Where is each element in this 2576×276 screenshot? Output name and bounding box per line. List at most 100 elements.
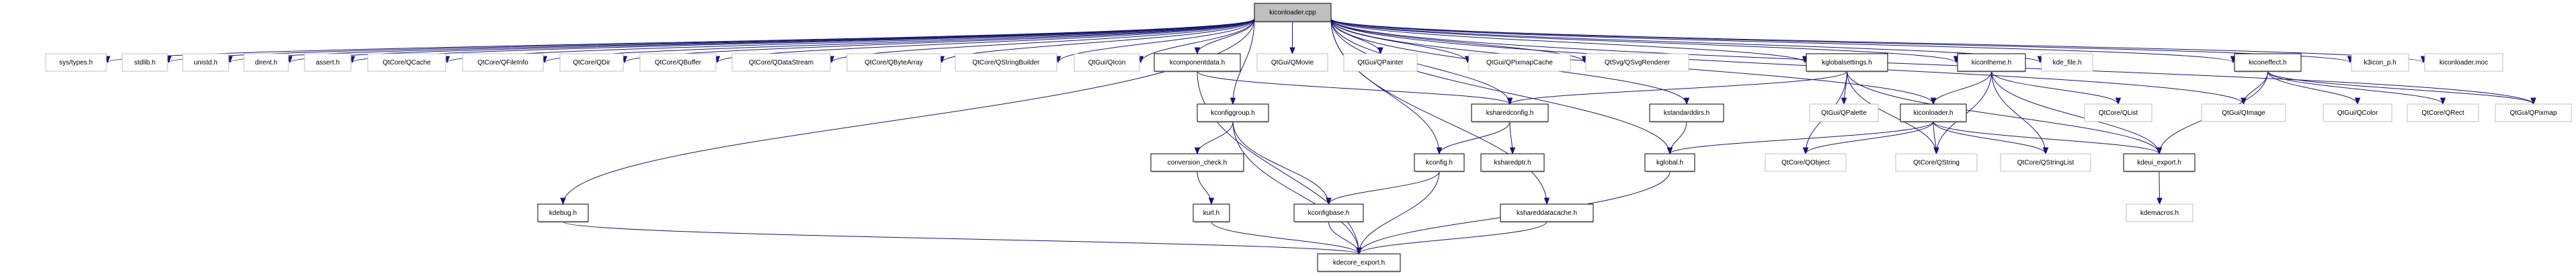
edge-kiconeffect-to-qpixmap bbox=[2267, 71, 2536, 105]
node-qpixmap: QtGui/QPixmap bbox=[2495, 103, 2572, 122]
node-label: QtGui/QPixmapCache bbox=[1486, 59, 1553, 66]
node-label: QtCore/QList bbox=[2099, 109, 2138, 117]
node-conversion-check[interactable]: conversion_check.h bbox=[1150, 153, 1244, 173]
edge-ksharedconfig-to-kconfig bbox=[1436, 121, 1511, 155]
node-kicontheme[interactable]: kicontheme.h bbox=[1957, 53, 2026, 73]
node-stdlib: stdlib.h bbox=[122, 53, 168, 72]
node-qpixmapcache: QtGui/QPixmapCache bbox=[1468, 53, 1571, 72]
node-kglobal[interactable]: kglobal.h bbox=[1644, 153, 1695, 173]
node-kurl[interactable]: kurl.h bbox=[1193, 203, 1230, 223]
arrowhead-icon bbox=[1289, 47, 1295, 55]
node-box bbox=[367, 53, 446, 72]
arrowhead-icon bbox=[2440, 97, 2446, 105]
node-kdebug[interactable]: kdebug.h bbox=[537, 203, 589, 223]
node-box bbox=[1317, 253, 1401, 272]
node-label: QtSvg/QSvgRenderer bbox=[1605, 59, 1671, 66]
node-label: conversion_check.h bbox=[1168, 159, 1227, 167]
arrowhead-icon bbox=[2115, 97, 2122, 105]
node-box bbox=[1154, 53, 1241, 72]
node-box bbox=[45, 53, 107, 72]
node-box bbox=[1254, 3, 1332, 22]
node-label: kconfig.h bbox=[1426, 159, 1453, 167]
node-label: kdeui_export.h bbox=[2137, 159, 2181, 167]
arrowhead-icon bbox=[1506, 97, 1513, 105]
node-qpainter: QtGui/QPainter bbox=[1343, 53, 1418, 72]
node-sys-types: sys/types.h bbox=[45, 53, 107, 72]
node-label: kglobalsettings.h bbox=[1822, 59, 1872, 66]
node-box bbox=[304, 53, 352, 72]
node-box bbox=[1256, 53, 1328, 72]
node-kdeui-export[interactable]: kdeui_export.h bbox=[2123, 153, 2196, 173]
node-kconfig[interactable]: kconfig.h bbox=[1414, 153, 1465, 173]
node-kcomponentdata[interactable]: kcomponentdata.h bbox=[1154, 53, 1241, 73]
edge-kiconloader_h-to-qobject bbox=[1802, 121, 1934, 155]
arrowhead-icon bbox=[1356, 247, 1362, 255]
edge-kconfig-to-kconfigbase bbox=[1326, 171, 1440, 205]
node-box bbox=[2041, 53, 2093, 72]
node-label: sys/types.h bbox=[59, 59, 93, 66]
node-box bbox=[2407, 103, 2479, 122]
edge-kiconloader_h-to-qstringlist bbox=[1933, 121, 2049, 155]
node-kdemacros: kdemacros.h bbox=[2126, 203, 2193, 222]
node-kconfigbase[interactable]: kconfigbase.h bbox=[1293, 203, 1364, 223]
node-box bbox=[1343, 53, 1418, 72]
node-qlist: QtCore/QList bbox=[2084, 103, 2152, 122]
node-kiconeffect[interactable]: kiconeffect.h bbox=[2234, 53, 2302, 73]
node-ksharedconfig[interactable]: ksharedconfig.h bbox=[1471, 103, 1549, 123]
node-label: kglobal.h bbox=[1656, 159, 1683, 167]
node-label: kiconloader.h bbox=[1914, 109, 1954, 117]
node-box bbox=[1900, 103, 1967, 122]
node-kstandarddirs[interactable]: kstandarddirs.h bbox=[1649, 103, 1724, 123]
node-label: QtCore/QCache bbox=[383, 59, 431, 66]
node-qdir: QtCore/QDir bbox=[559, 53, 624, 72]
node-box bbox=[1765, 153, 1847, 172]
edge-kiconloader_h-to-kglobal bbox=[1666, 121, 1934, 155]
node-kconfiggroup[interactable]: kconfiggroup.h bbox=[1197, 103, 1269, 123]
node-ksharedptr[interactable]: ksharedptr.h bbox=[1480, 153, 1545, 173]
node-box bbox=[731, 53, 831, 72]
edge-kconfiggroup-to-kconfigbase bbox=[1232, 121, 1332, 205]
node-box bbox=[2084, 103, 2152, 122]
node-label: kde_file.h bbox=[2053, 59, 2082, 66]
node-box bbox=[2424, 53, 2503, 72]
edge-kurl-to-kdecore_export bbox=[1211, 221, 1362, 255]
node-label: ksharedptr.h bbox=[1494, 159, 1531, 167]
node-assert: assert.h bbox=[304, 53, 352, 72]
node-label: QtCore/QRect bbox=[2421, 109, 2464, 117]
node-kiconloader-moc: kiconloader.moc bbox=[2424, 53, 2503, 72]
node-label: kconfigbase.h bbox=[1308, 210, 1350, 217]
edge-kconfiggroup-to-conversion_check bbox=[1194, 121, 1234, 155]
node-kglobalsettings[interactable]: kglobalsettings.h bbox=[1806, 53, 1888, 73]
node-qimage: QtGui/QImage bbox=[2201, 103, 2286, 122]
arrowhead-icon bbox=[1436, 147, 1443, 155]
node-label: kicontheme.h bbox=[1972, 59, 2011, 66]
arrowhead-icon bbox=[1509, 147, 1516, 155]
node-box bbox=[2126, 203, 2193, 222]
node-qstring: QtCore/QString bbox=[1895, 153, 1978, 172]
edge-kiconloader_cpp-to-kconfiggroup bbox=[1230, 18, 1255, 105]
node-label: QtCore/QString bbox=[1913, 159, 1960, 167]
node-label: assert.h bbox=[316, 59, 340, 66]
node-kdecore-export[interactable]: kdecore_export.h bbox=[1317, 253, 1401, 273]
edge-ksharedconfig-to-ksharedptr bbox=[1509, 121, 1516, 155]
node-box bbox=[1480, 153, 1545, 172]
node-kshareddatacache[interactable]: kshareddatacache.h bbox=[1500, 203, 1594, 223]
edge-conversion_check-to-kurl bbox=[1197, 171, 1215, 205]
node-label: k3icon_p.h bbox=[2364, 59, 2396, 66]
node-label: QtCore/QDataStream bbox=[749, 59, 813, 66]
arrowhead-icon bbox=[1683, 97, 1690, 105]
edge-kiconloader_cpp-to-kcomponentdata bbox=[1194, 18, 1255, 55]
node-box bbox=[559, 53, 624, 72]
edge-kiconloader_h-to-kdeui_export bbox=[1933, 121, 2163, 155]
node-kiconloader-cpp[interactable]: kiconloader.cpp bbox=[1254, 3, 1332, 23]
node-label: ksharedconfig.h bbox=[1486, 109, 1534, 117]
node-box bbox=[2000, 153, 2091, 172]
node-kiconloader-h[interactable]: kiconloader.h bbox=[1900, 103, 1967, 123]
node-label: kstandarddirs.h bbox=[1664, 109, 1709, 117]
node-box bbox=[182, 53, 229, 72]
node-qfileinfo: QtCore/QFileInfo bbox=[462, 53, 544, 72]
node-label: kconfiggroup.h bbox=[1211, 109, 1255, 117]
node-label: QtGui/QMovie bbox=[1271, 59, 1314, 66]
